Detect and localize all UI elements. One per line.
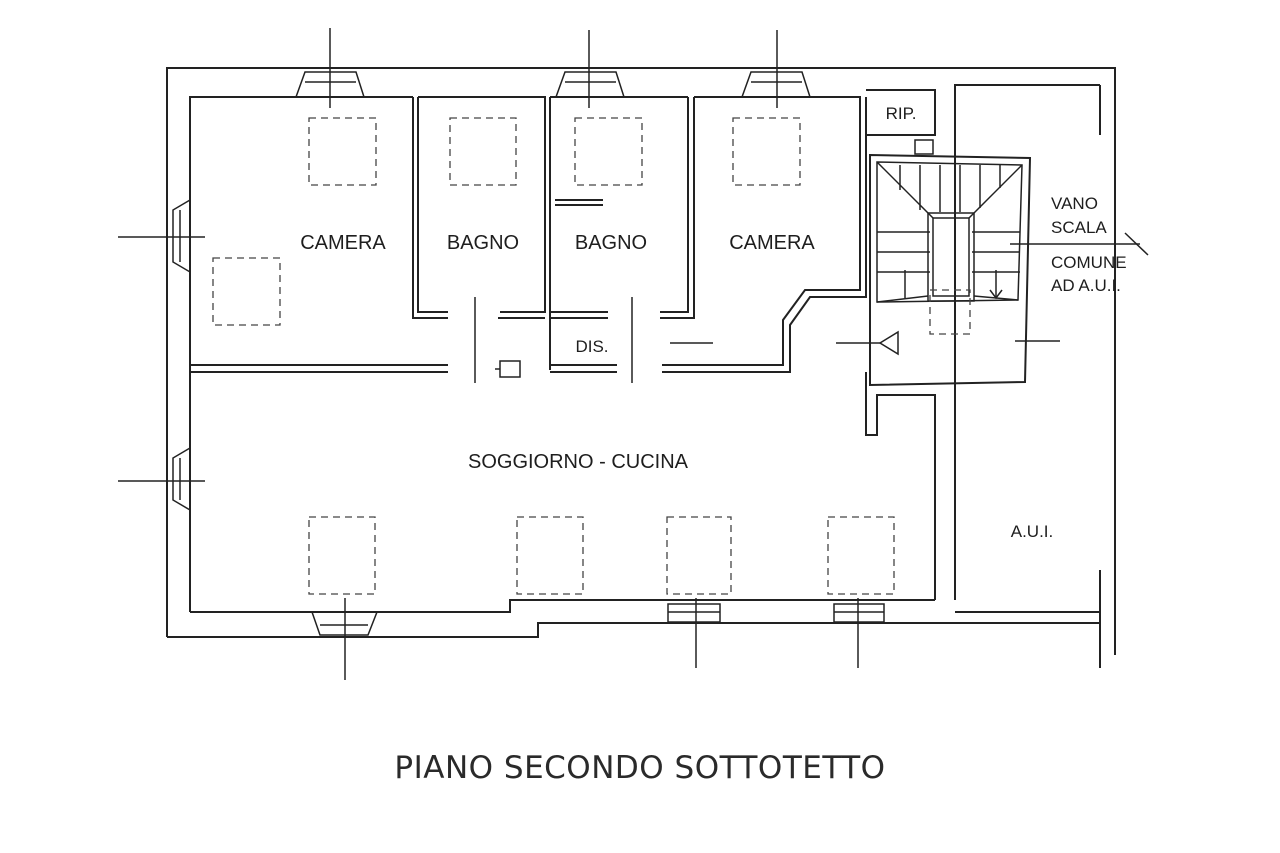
label-scala: SCALA — [1051, 218, 1107, 237]
axis-lines — [118, 28, 1149, 680]
label-bagno-2: BAGNO — [575, 232, 647, 254]
label-camera-right: CAMERA — [729, 232, 815, 254]
ripostiglio — [866, 89, 936, 155]
label-ad-aui: AD A.U.I. — [1051, 276, 1121, 295]
skylights — [212, 117, 971, 595]
label-ripostiglio: RIP. — [886, 104, 917, 123]
label-aui: A.U.I. — [1011, 522, 1054, 541]
entrance-door — [836, 330, 899, 356]
label-comune: COMUNE — [1051, 253, 1127, 272]
room-labels: CAMERA BAGNO BAGNO CAMERA DIS. RIP. SOGG… — [300, 104, 1126, 541]
label-bagno-1: BAGNO — [447, 232, 519, 254]
label-vano: VANO — [1051, 194, 1098, 213]
staircase — [869, 153, 1032, 387]
label-disimpegno: DIS. — [575, 337, 608, 356]
windows — [172, 71, 885, 636]
label-soggiorno-cucina: SOGGIORNO - CUCINA — [468, 451, 689, 473]
label-camera-left: CAMERA — [300, 232, 386, 254]
plan-title: PIANO SECONDO SOTTOTETTO — [394, 750, 886, 786]
interior-walls — [190, 84, 1100, 613]
